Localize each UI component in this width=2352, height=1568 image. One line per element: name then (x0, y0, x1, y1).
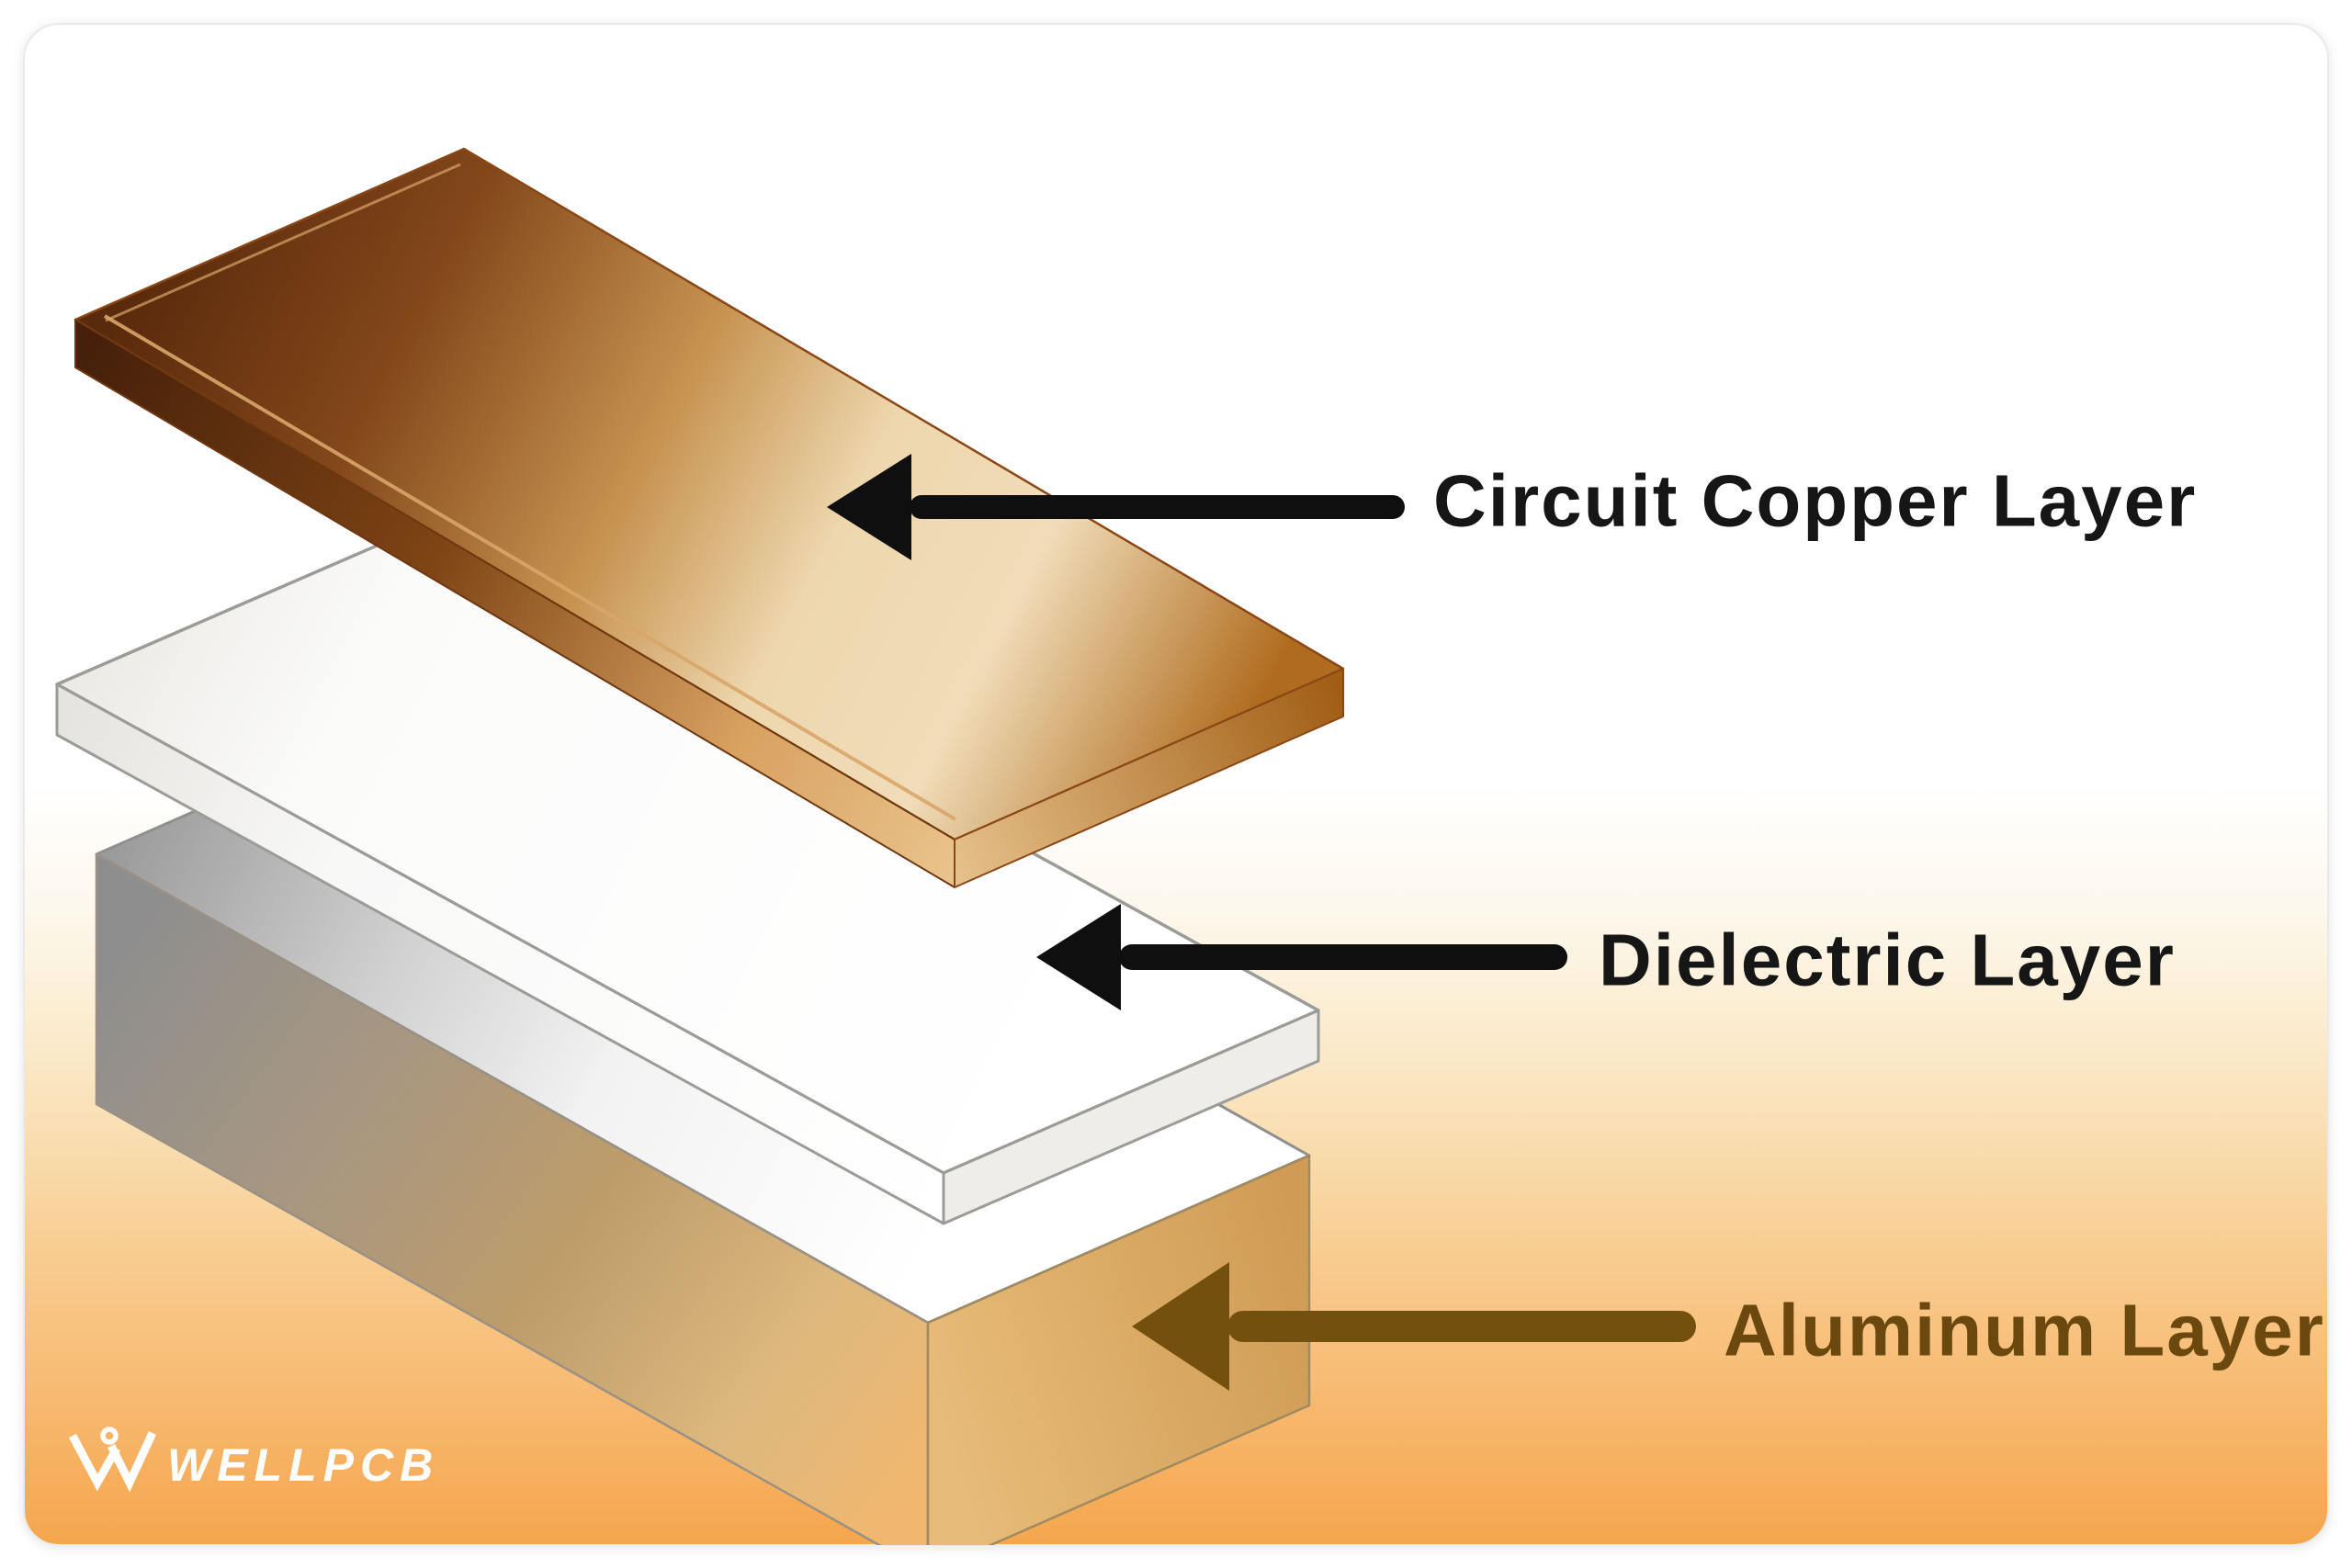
wellpcb-logo: WELLPCB (69, 1427, 439, 1493)
copper-inset-highlight-line (103, 314, 957, 821)
copper-layer-label: Circuit Copper Layer (1433, 460, 2197, 542)
aluminum-right-face (926, 1154, 1311, 1545)
dielectric-arrow-icon (1036, 904, 1121, 1010)
aluminum-arrow-shaft (1227, 1311, 1696, 1342)
copper-arrow-shaft (910, 495, 1405, 519)
aluminum-callout: Aluminum Layer (1132, 1262, 2325, 1391)
copper-inset-highlight-line-left (105, 163, 461, 322)
aluminum-arrow-icon (1132, 1262, 1229, 1391)
dielectric-right-face (942, 1009, 1320, 1225)
wellpcb-brand-text: WELLPCB (167, 1439, 439, 1491)
aluminum-layer-label: Aluminum Layer (1724, 1290, 2325, 1371)
dielectric-arrow-shaft (1119, 944, 1567, 970)
aluminum-front-face (95, 852, 930, 1545)
dielectric-layer-slab (55, 520, 1320, 1225)
dielectric-callout: Dielectric Layer (1036, 904, 2176, 1010)
copper-layer-slab (74, 147, 1345, 888)
dielectric-layer-label: Dielectric Layer (1599, 919, 2176, 1001)
copper-callout: Circuit Copper Layer (827, 454, 2197, 560)
copper-arrow-icon (827, 454, 911, 560)
wellpcb-w-mark-icon (69, 1427, 157, 1493)
copper-right-face (954, 668, 1344, 888)
